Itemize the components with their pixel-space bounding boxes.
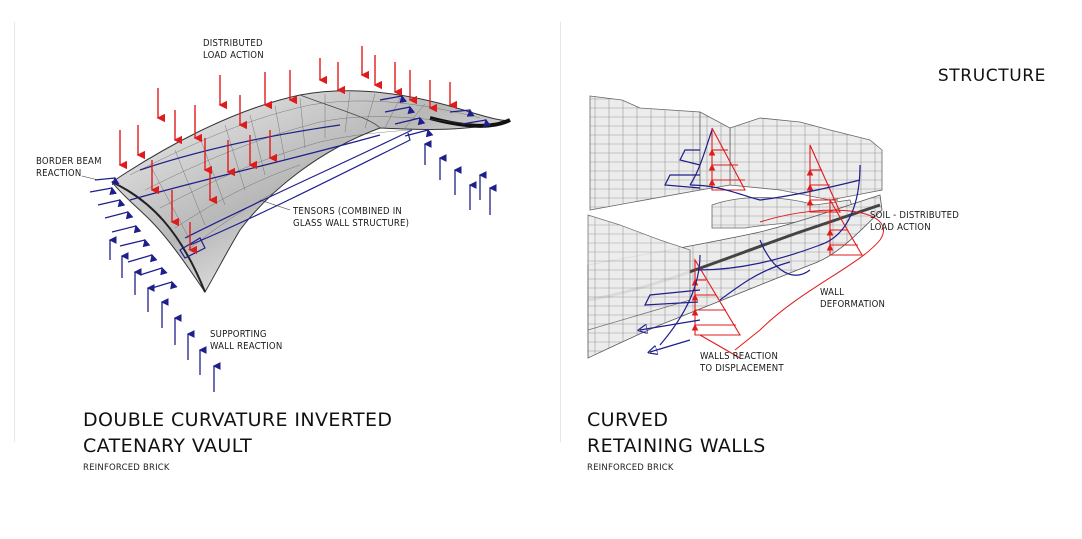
annotation-soil-load: SOIL - DISTRIBUTED LOAD ACTION [870, 210, 960, 233]
annotation-distributed-load: DISTRIBUTED LOAD ACTION [203, 38, 264, 61]
annotation-walls-reaction: WALLS REACTION TO DISPLACEMENT [700, 351, 784, 374]
wall-reaction-lines [640, 129, 861, 352]
walls-material: REINFORCED BRICK [587, 463, 674, 473]
reaction-arrows [89, 94, 497, 392]
section-heading: STRUCTURE [937, 66, 1046, 86]
annotation-wall-deformation: WALL DEFORMATION [820, 287, 886, 310]
left-panel-border [14, 22, 15, 442]
annotation-tensors: TENSORS (COMBINED IN GLASS WALL STRUCTUR… [293, 206, 410, 229]
vault-material: REINFORCED BRICK [83, 463, 170, 473]
annotation-supporting-wall: SUPPORTING WALL REACTION [210, 329, 283, 352]
annotation-border-beam: BORDER BEAM REACTION [36, 156, 102, 179]
retaining-wall-geometry [587, 95, 883, 359]
soil-load-diagrams [691, 127, 884, 359]
walls-title: CURVED RETAINING WALLS [587, 409, 766, 457]
vault-leaders [81, 175, 291, 211]
distributed-load-arrows [118, 46, 457, 255]
vault-title: DOUBLE CURVATURE INVERTED CATENARY VAULT [83, 409, 393, 457]
panel-divider [560, 22, 561, 442]
vault-surface [111, 90, 511, 293]
